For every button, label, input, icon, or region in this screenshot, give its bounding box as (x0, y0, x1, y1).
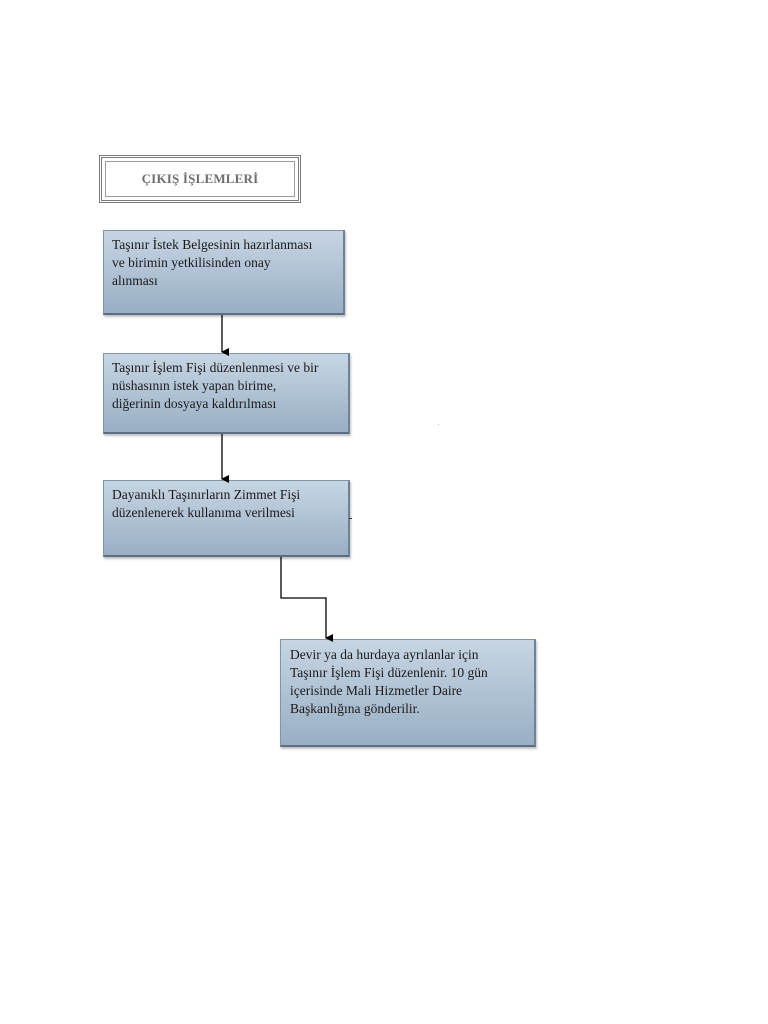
section-title: ÇIKIŞ İŞLEMLERİ (141, 171, 259, 186)
flow-step-4: Devir ya da hurdaya ayrılanlar için Taşı… (280, 639, 536, 747)
flow-step-2: Taşınır İşlem Fişi düzenlenmesi ve bir n… (103, 353, 350, 434)
flow-step-3-text: Dayanıklı Taşınırların Zimmet Fişi düzen… (112, 487, 301, 520)
stray-tick-mark (349, 518, 352, 519)
section-title-box: ÇIKIŞ İŞLEMLERİ (99, 155, 301, 203)
arrow-step3-to-step4 (280, 557, 333, 642)
stray-dot (438, 424, 439, 425)
flow-step-3: Dayanıklı Taşınırların Zimmet Fişi düzen… (103, 480, 350, 557)
flow-step-4-text: Devir ya da hurdaya ayrılanlar için Taşı… (290, 647, 488, 716)
flow-step-1-text: Taşınır İstek Belgesinin hazırlanması ve… (112, 237, 313, 288)
flow-step-2-text: Taşınır İşlem Fişi düzenlenmesi ve bir n… (112, 360, 319, 411)
flow-step-1: Taşınır İstek Belgesinin hazırlanması ve… (103, 230, 345, 315)
